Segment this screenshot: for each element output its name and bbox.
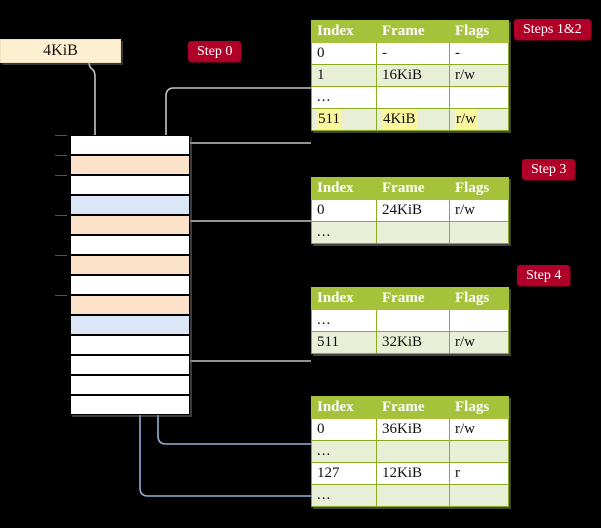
memory-scale-tick: [55, 155, 67, 156]
memory-scale-tick: [55, 215, 67, 216]
cell-flags: [449, 440, 509, 463]
cell-flags: [449, 86, 509, 109]
memory-scale-tick: [55, 255, 67, 256]
memory-scale-tick: [55, 295, 67, 296]
cell-flags: r/w: [449, 199, 509, 222]
memory-frame-row: [70, 175, 190, 195]
cell-index: 511: [311, 108, 377, 131]
cell-frame: -: [376, 42, 450, 65]
memory-frame-row: [70, 315, 190, 335]
cell-frame: [376, 86, 450, 109]
cell-index: 127: [311, 462, 377, 485]
cell-frame: [376, 221, 450, 244]
column-header-flags: Flags: [449, 396, 509, 419]
cell-index: ...: [311, 309, 377, 332]
cell-flags: r/w: [449, 331, 509, 354]
link-step4: [174, 312, 311, 362]
cell-flags: [449, 309, 509, 332]
table-row: ...: [311, 484, 509, 507]
column-header-flags: Flags: [449, 177, 509, 200]
column-header-flags: Flags: [449, 287, 509, 310]
column-header-frame: Frame: [376, 396, 450, 419]
cell-index: 511: [311, 331, 377, 354]
column-header-frame: Frame: [376, 177, 450, 200]
table-row: ...: [311, 86, 509, 109]
memory-scale-tick: [55, 175, 67, 176]
memory-frame-row: [70, 155, 190, 175]
table-row: ...: [311, 309, 509, 332]
source-frame-label: 4KiB: [43, 42, 78, 59]
cell-frame: [376, 484, 450, 507]
memory-frame-row: [70, 355, 190, 375]
memory-frame-row: [70, 375, 190, 395]
badge-step-0: Step 0: [188, 41, 242, 62]
cell-index: 0: [311, 418, 377, 441]
column-header-index: Index: [311, 177, 377, 200]
memory-frame-row: [70, 335, 190, 355]
table-row: ...: [311, 440, 509, 463]
memory-frame-row: [70, 275, 190, 295]
cell-index: 1: [311, 64, 377, 87]
badge-steps-1-2: Steps 1&2: [514, 19, 591, 40]
cell-frame: [376, 309, 450, 332]
memory-frame-row: [70, 215, 190, 235]
cell-index: 0: [311, 42, 377, 65]
cell-frame: 16KiB: [376, 64, 450, 87]
column-header-flags: Flags: [449, 20, 509, 43]
cell-flags: r/w: [449, 108, 509, 131]
table-row: 0--: [311, 42, 509, 65]
badge-step-4: Step 4: [517, 265, 571, 286]
link-step0: [88, 61, 101, 150]
cell-index: ...: [311, 440, 377, 463]
cell-flags: -: [449, 42, 509, 65]
cell-flags: [449, 221, 509, 244]
source-frame-box: 4KiB: [0, 39, 121, 63]
memory-frame-row: [70, 395, 190, 415]
cell-flags: r/w: [449, 418, 509, 441]
cell-flags: [449, 484, 509, 507]
memory-scale-tick: [55, 135, 67, 136]
badge-step-3: Step 3: [522, 159, 576, 180]
table-row: ...: [311, 221, 509, 244]
column-header-index: Index: [311, 396, 377, 419]
column-header-frame: Frame: [376, 287, 450, 310]
cell-index: ...: [311, 484, 377, 507]
cell-frame: [376, 440, 450, 463]
cell-flags: r: [449, 462, 509, 485]
cell-index: ...: [311, 86, 377, 109]
cell-frame: 32KiB: [376, 331, 450, 354]
memory-frame-row: [70, 135, 190, 155]
cell-frame: 24KiB: [376, 199, 450, 222]
cell-frame: 36KiB: [376, 418, 450, 441]
memory-frame-row: [70, 295, 190, 315]
physical-memory-column: [55, 135, 190, 415]
column-header-frame: Frame: [376, 20, 450, 43]
memory-frame-row: [70, 195, 190, 215]
cell-index: 0: [311, 199, 377, 222]
memory-frame-row: [70, 235, 190, 255]
column-header-index: Index: [311, 20, 377, 43]
column-header-index: Index: [311, 287, 377, 310]
cell-index: ...: [311, 221, 377, 244]
cell-frame: 12KiB: [376, 462, 450, 485]
link-step3: [174, 220, 311, 295]
cell-frame: 4KiB: [376, 108, 450, 131]
cell-flags: r/w: [449, 64, 509, 87]
memory-frame-row: [70, 255, 190, 275]
